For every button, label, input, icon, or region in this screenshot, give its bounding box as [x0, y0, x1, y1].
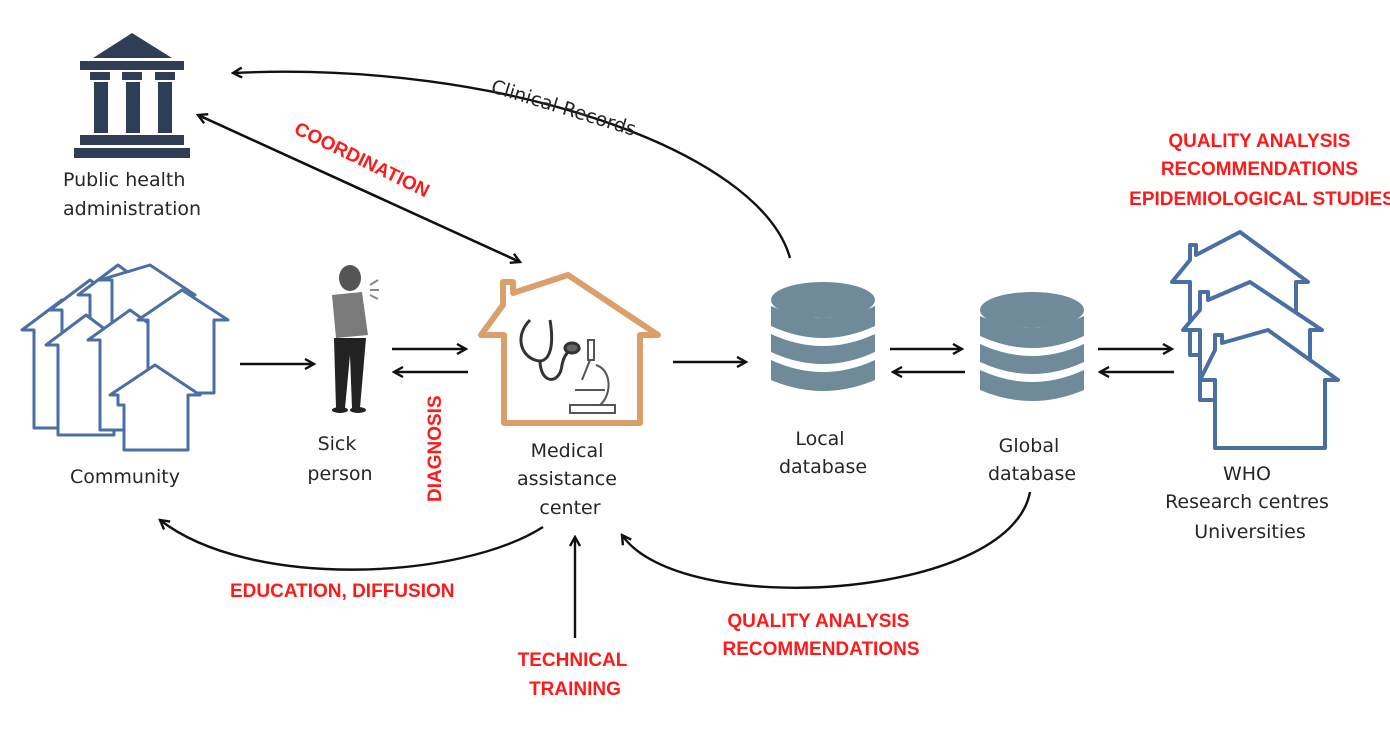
local-database-label: Local database: [779, 428, 867, 478]
technical-training-label: TECHNICAL TRAINING: [518, 650, 633, 700]
arrow-quality-analysis: [622, 491, 1032, 589]
houses-cluster-icon: [20, 263, 230, 452]
quality-analysis-top-label: QUALITY ANALYSIS RECOMMENDATIONS EPIDEMI…: [1129, 131, 1390, 210]
global-database-label: Global database: [988, 435, 1076, 485]
quality-analysis-bottom-label: QUALITY ANALYSIS RECOMMENDATIONS: [722, 611, 919, 660]
diagnosis-label: DIAGNOSIS: [425, 395, 446, 502]
public-health-label: Public health administration: [63, 169, 201, 220]
arrow-coordination-to-center: [197, 113, 520, 262]
community-label: Community: [70, 466, 180, 488]
arrow-clinical-records: [233, 72, 792, 259]
government-building-icon: [74, 33, 190, 158]
research-label: WHO Research centres Universities: [1165, 463, 1335, 543]
global-database-icon: [980, 292, 1084, 401]
medical-center-label: Medical assistance center: [517, 440, 623, 519]
local-database-icon: [771, 282, 875, 391]
research-houses-icon: [1170, 230, 1340, 450]
arrow-education-diffusion: [160, 520, 544, 571]
clinical-records-label: Clinical Records: [489, 76, 639, 141]
education-diffusion-label: EDUCATION, DIFFUSION: [230, 581, 454, 602]
microscope-icon: [569, 339, 616, 414]
sick-person-label: Sick person: [307, 433, 372, 485]
stethoscope-icon: [519, 318, 582, 381]
sick-person-icon: [332, 265, 379, 413]
